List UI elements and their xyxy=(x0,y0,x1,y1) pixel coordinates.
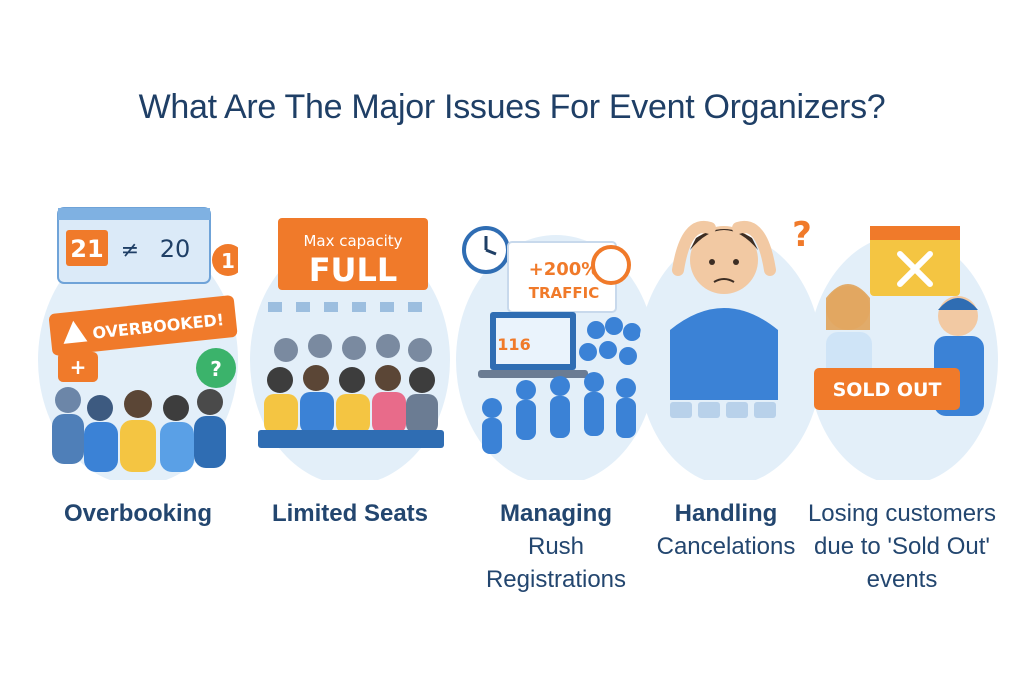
sign-top: Max capacity xyxy=(303,232,402,250)
alert-badge: 1 xyxy=(221,249,235,273)
counter-left: 21 xyxy=(70,235,103,263)
label-handling-line1: Handling xyxy=(674,500,778,527)
rushing-crowd xyxy=(482,317,641,454)
label-handling-line2: Cancelations xyxy=(656,533,796,560)
traffic-spike-illustration: +200% TRAFFIC 116 xyxy=(456,190,656,480)
traffic-word: TRAFFIC xyxy=(529,284,599,302)
label-losing-line3: events xyxy=(866,566,938,593)
label-losing-line2: due to 'Sold Out' xyxy=(814,533,990,560)
counter-right: 20 xyxy=(160,235,191,263)
laptop-icon xyxy=(478,370,588,378)
stopwatch-icon xyxy=(591,245,631,285)
sold-out-sign: SOLD OUT xyxy=(833,379,942,401)
page-title: What Are The Major Issues For Event Orga… xyxy=(138,88,886,126)
counter-separator: ≠ xyxy=(121,238,139,263)
svg-text:?: ? xyxy=(210,357,222,381)
screen-count: 116 xyxy=(497,335,530,354)
overbooking-illustration: 21 ≠ 20 1 OVERBOOKED! + ? xyxy=(38,190,238,480)
sold-out-illustration: SOLD OUT xyxy=(808,190,998,480)
warning-icon xyxy=(63,320,88,344)
label-rush-line3: Registrations xyxy=(485,566,627,593)
full-sign: FULL xyxy=(309,251,398,289)
full-venue-illustration: Max capacity FULL xyxy=(250,190,450,480)
label-losing-line1: Losing customers xyxy=(807,500,997,527)
label-overbooking: Overbooking xyxy=(63,500,213,527)
label-rush-line2: Rush xyxy=(527,533,585,560)
calendar-icon xyxy=(870,226,960,296)
seated-audience xyxy=(258,334,444,448)
stressed-person-illustration: ? xyxy=(640,190,830,480)
svg-text:+: + xyxy=(70,355,87,379)
label-rush-line1: Managing xyxy=(500,500,612,527)
crowd xyxy=(52,387,226,472)
traffic-percent: +200% xyxy=(529,259,600,280)
label-limited-seats: Limited Seats xyxy=(271,500,429,527)
question-mark-icon: ? xyxy=(792,215,812,255)
